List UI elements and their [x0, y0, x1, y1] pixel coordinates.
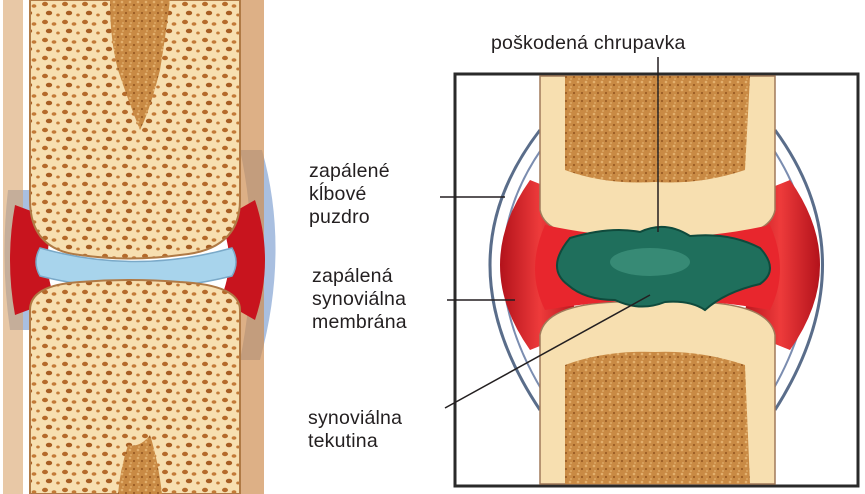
- label-inflamed-membrane: zapálená synoviálna membrána: [312, 265, 407, 334]
- label-synovial-fluid: synoviálna tekutina: [308, 407, 402, 453]
- label-fluid-line1: synoviálna: [308, 407, 402, 430]
- label-inflamed-capsule: zapálené kĺbové puzdro: [309, 160, 390, 229]
- label-membrane-line3: membrána: [312, 311, 407, 334]
- inflamed-lower-marrow: [565, 352, 750, 484]
- label-damaged-cartilage-text: poškodená chrupavka: [491, 32, 686, 55]
- label-membrane-line1: zapálená: [312, 265, 407, 288]
- label-fluid-line2: tekutina: [308, 430, 402, 453]
- label-membrane-line2: synoviálna: [312, 288, 407, 311]
- label-damaged-cartilage: poškodená chrupavka: [491, 32, 686, 55]
- label-capsule-line3: puzdro: [309, 206, 390, 229]
- label-capsule-line1: zapálené: [309, 160, 390, 183]
- healthy-joint: [3, 0, 276, 494]
- label-capsule-line2: kĺbové: [309, 183, 390, 206]
- inflamed-joint: [440, 57, 858, 486]
